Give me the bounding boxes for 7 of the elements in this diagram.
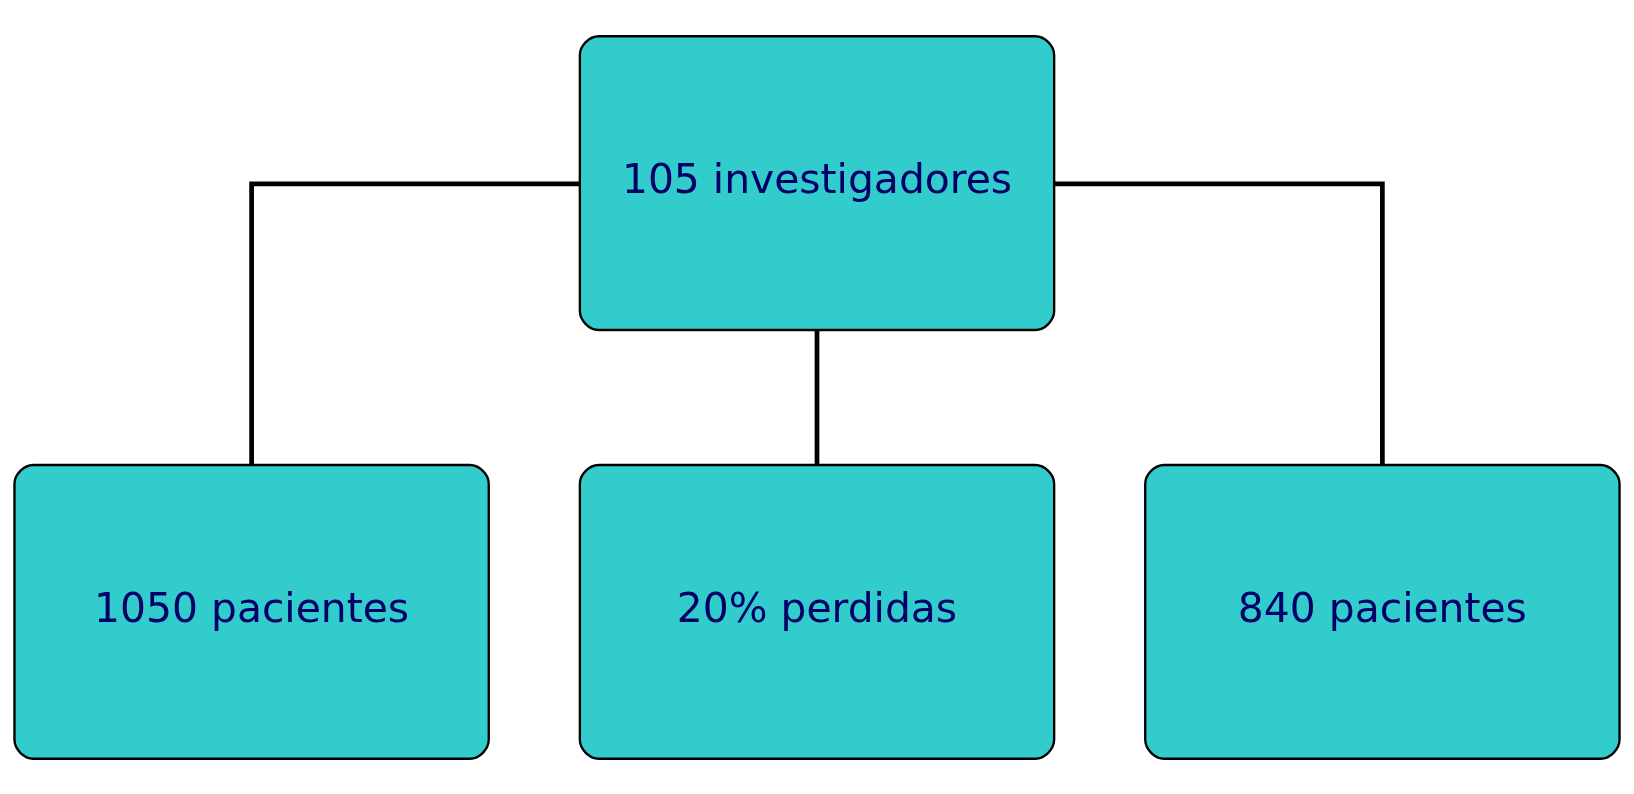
- node-box: 840 pacientes: [1144, 463, 1621, 760]
- connector: [814, 329, 820, 464]
- node-box: 105 investigadores: [578, 34, 1056, 331]
- node-box: 1050 pacientes: [13, 463, 490, 760]
- connector: [249, 181, 580, 465]
- node-box: 20% perdidas: [578, 463, 1056, 760]
- connector: [1054, 181, 1385, 465]
